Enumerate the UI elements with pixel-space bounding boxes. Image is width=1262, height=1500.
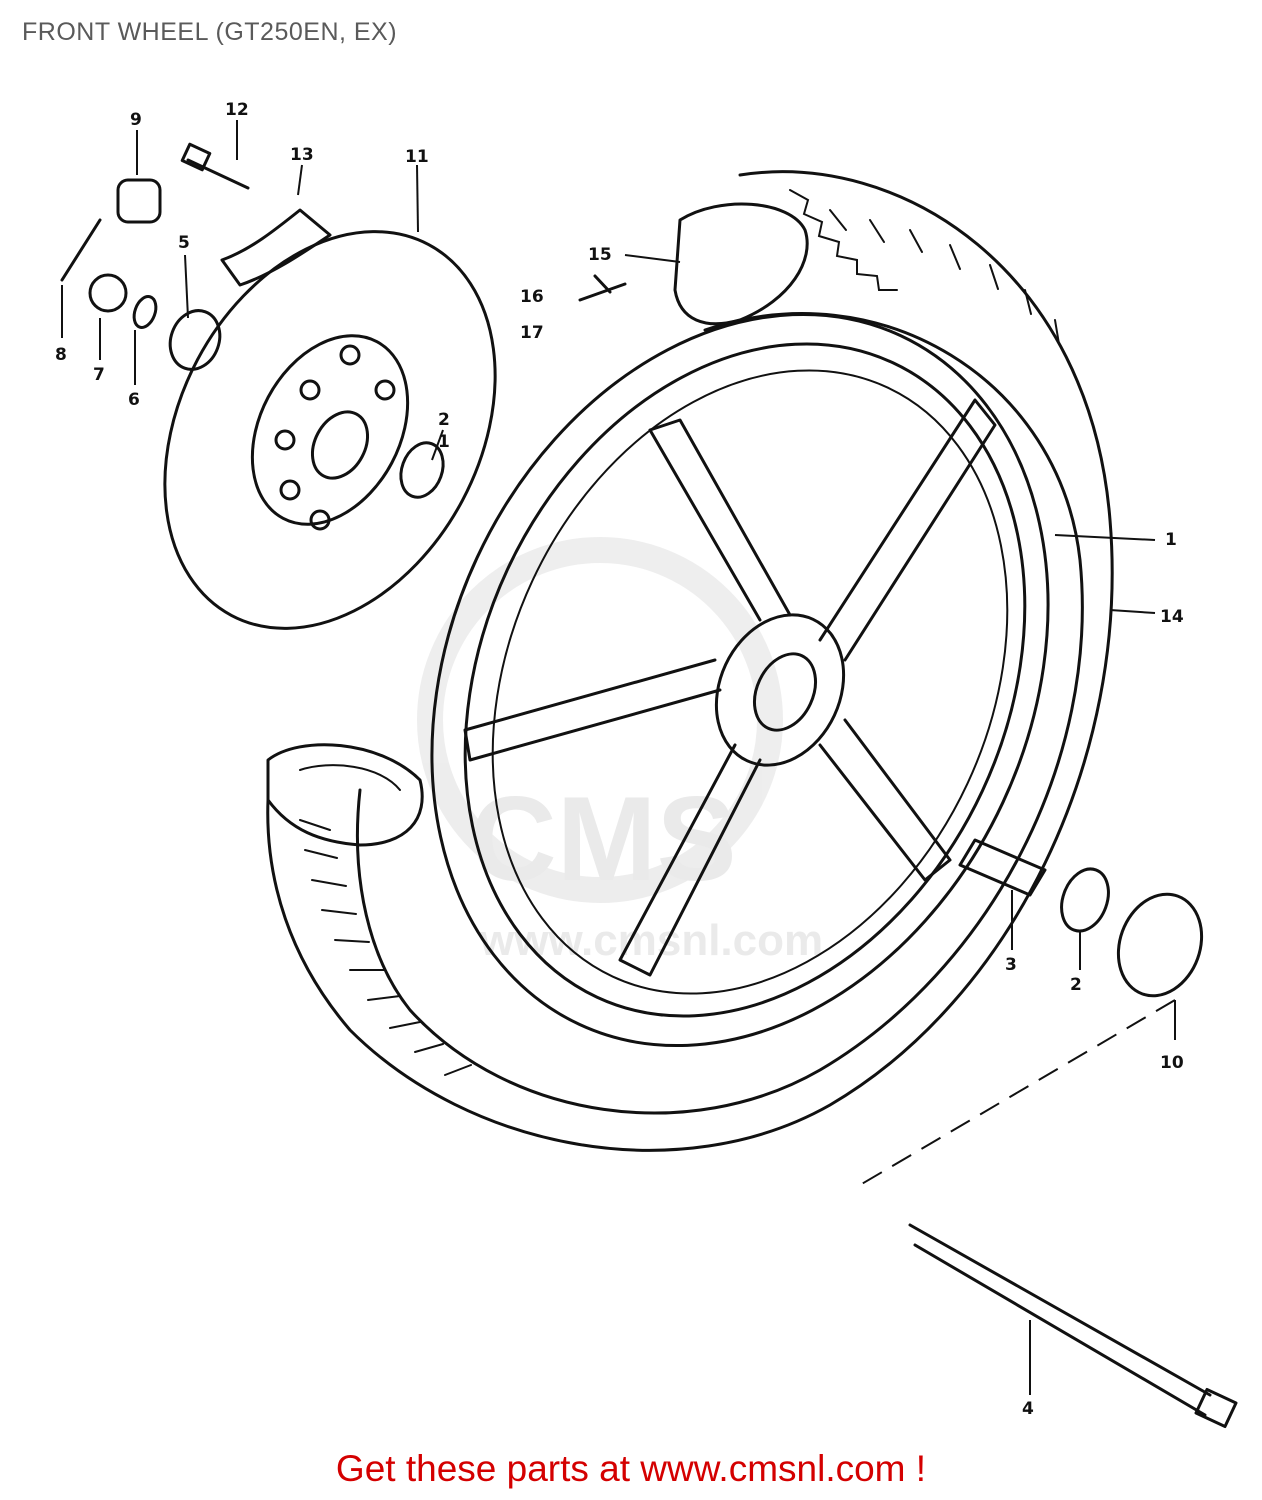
cotter-pin-8 — [60, 218, 102, 282]
callout-16: 16 — [520, 287, 544, 307]
callout-2-lower: 2 — [1070, 975, 1082, 995]
page-title: FRONT WHEEL (GT250EN, EX) — [22, 18, 398, 46]
callout-12: 12 — [225, 100, 249, 120]
callout-13: 13 — [290, 145, 314, 165]
nut-9 — [116, 178, 162, 224]
bearing-2-right — [1060, 867, 1110, 933]
callout-2-upper: 2 — [438, 410, 450, 430]
callout-6: 6 — [128, 390, 140, 410]
callout-11: 11 — [405, 147, 429, 167]
callout-14: 14 — [1160, 607, 1184, 627]
lock-washer-13 — [220, 208, 332, 287]
callout-15: 15 — [588, 245, 612, 265]
spacer-3 — [958, 838, 1047, 897]
cta-link[interactable]: Get these parts at www.cmsnl.com ! — [335, 1448, 927, 1489]
callout-3: 3 — [1005, 955, 1017, 975]
callout-5: 5 — [178, 233, 190, 253]
callout-9: 9 — [130, 110, 142, 130]
parts-left — [60, 142, 627, 499]
leader-lines — [61, 120, 1176, 1395]
bearing-2-left — [399, 441, 445, 499]
callout-4: 4 — [1022, 1399, 1034, 1419]
callout-1-upper: 1 — [438, 432, 450, 452]
valve-16 — [578, 274, 627, 302]
watermark: CMS www.cmsnl.com — [417, 537, 823, 965]
tire — [266, 170, 1114, 1152]
callout-17: 17 — [520, 323, 544, 343]
callout-1: 1 — [1165, 530, 1177, 550]
rim — [430, 202, 1050, 1048]
nut-7 — [88, 273, 128, 313]
callouts: 1 14 2 1 3 2 10 4 5 6 7 8 9 11 12 13 15 … — [55, 100, 1184, 1419]
cover-10 — [1116, 892, 1204, 998]
washer-6 — [132, 295, 158, 329]
callout-7: 7 — [93, 365, 105, 385]
callout-8: 8 — [55, 345, 67, 365]
watermark-logo: CMS — [470, 772, 737, 906]
spacer-5 — [168, 309, 222, 371]
callout-10: 10 — [1160, 1053, 1184, 1073]
brake-disc — [163, 230, 497, 630]
bolt-12 — [186, 158, 250, 190]
watermark-url: www.cmsnl.com — [479, 916, 823, 965]
axle-4 — [908, 1223, 1212, 1397]
parts-right — [859, 838, 1238, 1429]
